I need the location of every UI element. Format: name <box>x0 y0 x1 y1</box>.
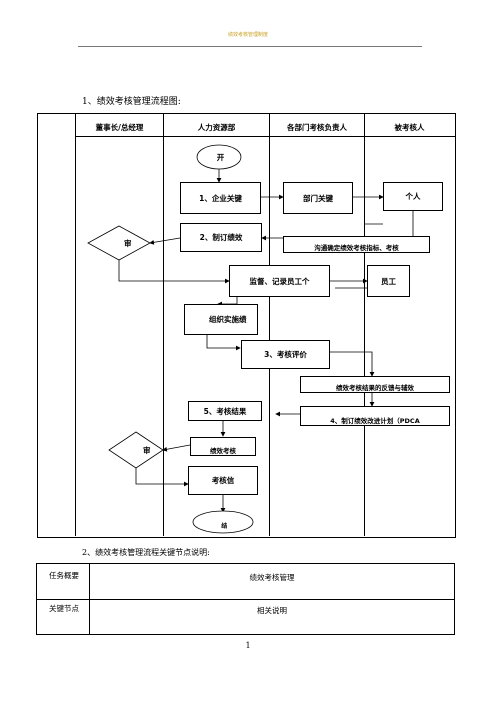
lane-divider <box>269 113 270 536</box>
diamond1-label: 审 <box>124 239 132 248</box>
page-number: 1 <box>245 641 251 650</box>
lane-divider <box>75 113 76 536</box>
step-feedback: 绩效考核结果的反馈与辅效 <box>300 376 450 393</box>
step-individual-kpi: 个人 <box>383 182 443 211</box>
column-header-hr: 人力资源部 <box>197 123 236 132</box>
start-terminal <box>196 144 242 170</box>
page-header: 绩效考核管理制度 <box>227 32 268 38</box>
task-summary-value: 绩效考核管理 <box>249 573 295 582</box>
header-rule <box>78 46 422 47</box>
step-evaluate: 3、考核评价 <box>241 340 330 369</box>
step-improvement-plan: 4、制订绩效改进计划（PDCA <box>300 406 450 426</box>
step-company-kpi: 1、企业关键 <box>180 182 261 214</box>
step-employee: 员工 <box>367 265 410 297</box>
lane-divider <box>364 113 365 536</box>
step-confirm-indicators: 沟通确定绩效考核指标、考核 <box>283 236 430 253</box>
step-implement: 组织实施绩 <box>184 304 258 335</box>
key-node-table: 任务概要 绩效考核管理 关键节点 相关说明 <box>36 563 455 635</box>
step-assessment: 绩效考核 <box>190 437 256 456</box>
review-diamond <box>87 225 151 261</box>
review-diamond <box>108 431 164 469</box>
end-terminal <box>192 510 254 534</box>
start-label: 开 <box>216 153 225 162</box>
end-label: 结 <box>221 523 228 530</box>
lane-divider <box>163 113 164 536</box>
step-assessment-info: 考核信 <box>188 466 258 495</box>
step-create-plan: 2、制订绩效 <box>180 223 262 252</box>
table-divider <box>37 599 454 600</box>
key-node-value: 相关说明 <box>257 606 287 615</box>
column-header-dept: 各部门考核负责人 <box>287 123 347 132</box>
step-monitor-record: 监督、记录员工个 <box>229 265 330 297</box>
section1-title: 1、绩效考核管理流程图: <box>82 97 181 107</box>
step-results: 5、考核结果 <box>188 401 262 421</box>
step-dept-kpi: 部门关键 <box>283 182 353 214</box>
diamond2-label: 审 <box>143 446 151 455</box>
column-header-ceo: 董事长/总经理 <box>95 123 144 132</box>
task-summary-label: 任务概要 <box>49 571 79 580</box>
column-header-employee: 被考核人 <box>394 123 425 132</box>
flowchart-header-rule <box>75 136 455 137</box>
flowchart-frame <box>37 113 456 538</box>
key-node-label: 关键节点 <box>49 604 79 613</box>
section2-title: 2、绩效考核管理流程关键节点说明: <box>82 548 210 557</box>
